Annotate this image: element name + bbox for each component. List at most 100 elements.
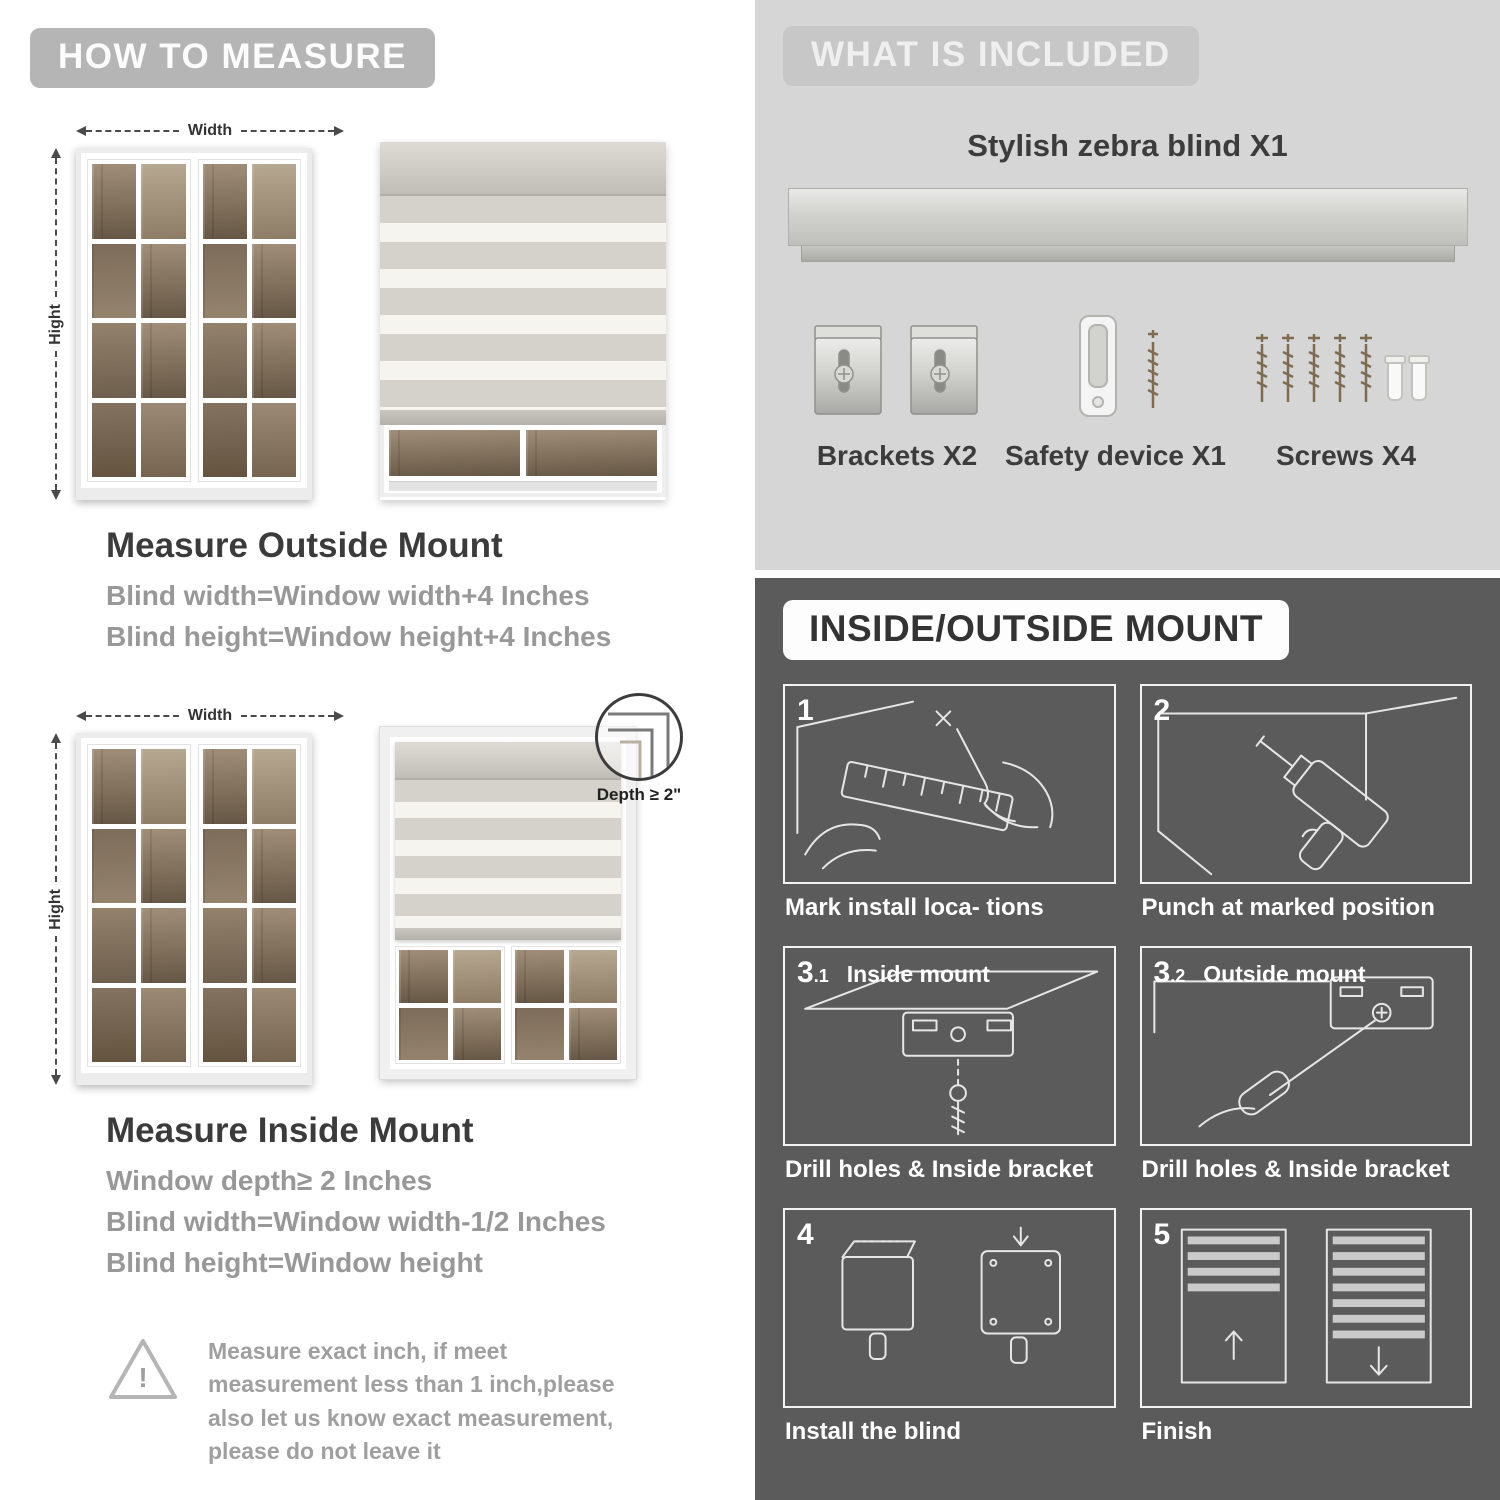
brackets-item: Brackets X2: [809, 316, 985, 472]
mark-location-art: [785, 686, 1114, 882]
window-pane: [251, 243, 296, 318]
arrow-down-icon: [51, 490, 61, 500]
window-sash: [87, 159, 191, 482]
window-sash: [511, 946, 621, 1064]
depth-callout-circle: [595, 693, 683, 781]
inside-formula-height: Blind height=Window height: [106, 1247, 483, 1278]
window-pane: [202, 243, 247, 318]
zebra-blind-fabric: [380, 196, 666, 410]
step-caption: Drill holes & Inside bracket: [1141, 1156, 1450, 1183]
zebra-blind-fabric: [395, 780, 621, 928]
window-pane: [452, 950, 501, 1003]
headrail-fabric-edge: [800, 246, 1455, 262]
step-4: 4: [783, 1208, 1116, 1470]
screws-item: Screws X4: [1246, 316, 1446, 472]
height-arrow: Hight: [44, 148, 68, 500]
inside-mounted-blind: [395, 742, 621, 940]
window-pane: [92, 987, 137, 1062]
zebra-blind-title: Stylish zebra blind X1: [967, 128, 1288, 163]
outside-formula-height: Blind height=Window height+4 Inches: [106, 621, 612, 652]
right-column: WHAT IS INCLUDED Stylish zebra blind X1: [755, 0, 1500, 1500]
window-pane: [202, 323, 247, 398]
inside-blind-illustration: Depth ≥ 2": [379, 693, 683, 1085]
brackets-label: Brackets X2: [816, 440, 978, 471]
window-pane: [526, 430, 657, 476]
step-4-panel: 4: [783, 1208, 1116, 1408]
finish-art: [1142, 1210, 1471, 1406]
install-blind-art: [785, 1210, 1114, 1406]
width-label: Width: [187, 122, 233, 139]
window-sash: [87, 744, 191, 1067]
window-sill: [389, 481, 657, 491]
window-pane: [92, 908, 137, 983]
window-pane: [251, 828, 296, 903]
height-label: Hight: [47, 888, 64, 930]
step-caption: Drill holes & Inside bracket: [785, 1156, 1094, 1183]
step-number: 4: [797, 1218, 814, 1251]
window-pane: [92, 749, 137, 824]
window-photo: [76, 733, 312, 1085]
step-title: Inside mount: [846, 961, 990, 987]
warning-icon: !: [109, 1339, 177, 1399]
arrow-up-icon: [51, 148, 61, 158]
measure-warning: ! Measure exact inch, if meet measuremen…: [106, 1335, 676, 1468]
arrow-left-icon: [76, 126, 86, 136]
window-sash: [197, 744, 301, 1067]
step-number: 1: [797, 694, 814, 727]
step-caption: Punch at marked position: [1141, 894, 1435, 921]
step-1-panel: 1: [783, 684, 1116, 884]
window-pane: [141, 828, 186, 903]
mount-header: INSIDE/OUTSIDE MOUNT: [783, 600, 1290, 660]
inside-formula-width: Blind width=Window width-1/2 Inches: [106, 1206, 606, 1237]
outside-mount-title: Measure Outside Mount: [106, 526, 503, 565]
inside-formula-depth: Window depth≥ 2 Inches: [106, 1165, 433, 1196]
arrow-left-icon: [76, 711, 86, 721]
step-5: 5: [1139, 1208, 1472, 1470]
window-pane: [251, 749, 296, 824]
width-label: Width: [187, 707, 233, 724]
drill-art: [1142, 686, 1471, 882]
arrow-up-icon: [51, 733, 61, 743]
width-arrow: Width: [76, 705, 344, 727]
window-figure-inside: Width Hight: [44, 705, 344, 1085]
window-pane: [251, 908, 296, 983]
window-pane: [452, 1007, 501, 1060]
height-label: Hight: [47, 303, 64, 345]
outside-bracket-art: [1142, 948, 1471, 1144]
arrow-down-icon: [51, 1075, 61, 1085]
step-caption: Finish: [1141, 1418, 1213, 1445]
height-arrow: Hight: [44, 733, 68, 1085]
step-number: 2: [1153, 694, 1171, 727]
brackets-icon: [814, 325, 978, 415]
window-sash: [395, 946, 505, 1064]
inside-bracket-art: [785, 948, 1114, 1144]
depth-label: Depth ≥ 2": [596, 785, 682, 804]
window-pane: [389, 430, 520, 476]
depth-callout: Depth ≥ 2": [584, 693, 694, 805]
window-pane: [251, 323, 296, 398]
window-pane: [251, 164, 296, 239]
window-pane: [92, 164, 137, 239]
window-pane: [202, 908, 247, 983]
headrail-illustration: [787, 188, 1468, 262]
mount-steps-grid: 1: [783, 684, 1472, 1470]
mount-instructions-section: INSIDE/OUTSIDE MOUNT 1: [755, 578, 1500, 1500]
corner-zoom-icon: [608, 712, 670, 778]
window-pane: [92, 243, 137, 318]
window-pane: [568, 950, 617, 1003]
safety-device-icon: [1078, 315, 1159, 417]
window-pane: [568, 1007, 617, 1060]
blind-bottom-rail: [380, 410, 666, 425]
window-pane: [202, 828, 247, 903]
warning-text: Measure exact inch, if meet measurement …: [208, 1338, 615, 1465]
how-to-measure-header: HOW TO MEASURE: [30, 28, 435, 88]
window-pane: [92, 323, 137, 398]
step-number: 5: [1153, 1218, 1171, 1251]
window-pane: [399, 1007, 448, 1060]
step-caption: Mark install loca- tions: [785, 894, 1044, 921]
screws-label: Screws X4: [1275, 440, 1417, 471]
outside-formula-width: Blind width=Window width+4 Inches: [106, 580, 590, 611]
